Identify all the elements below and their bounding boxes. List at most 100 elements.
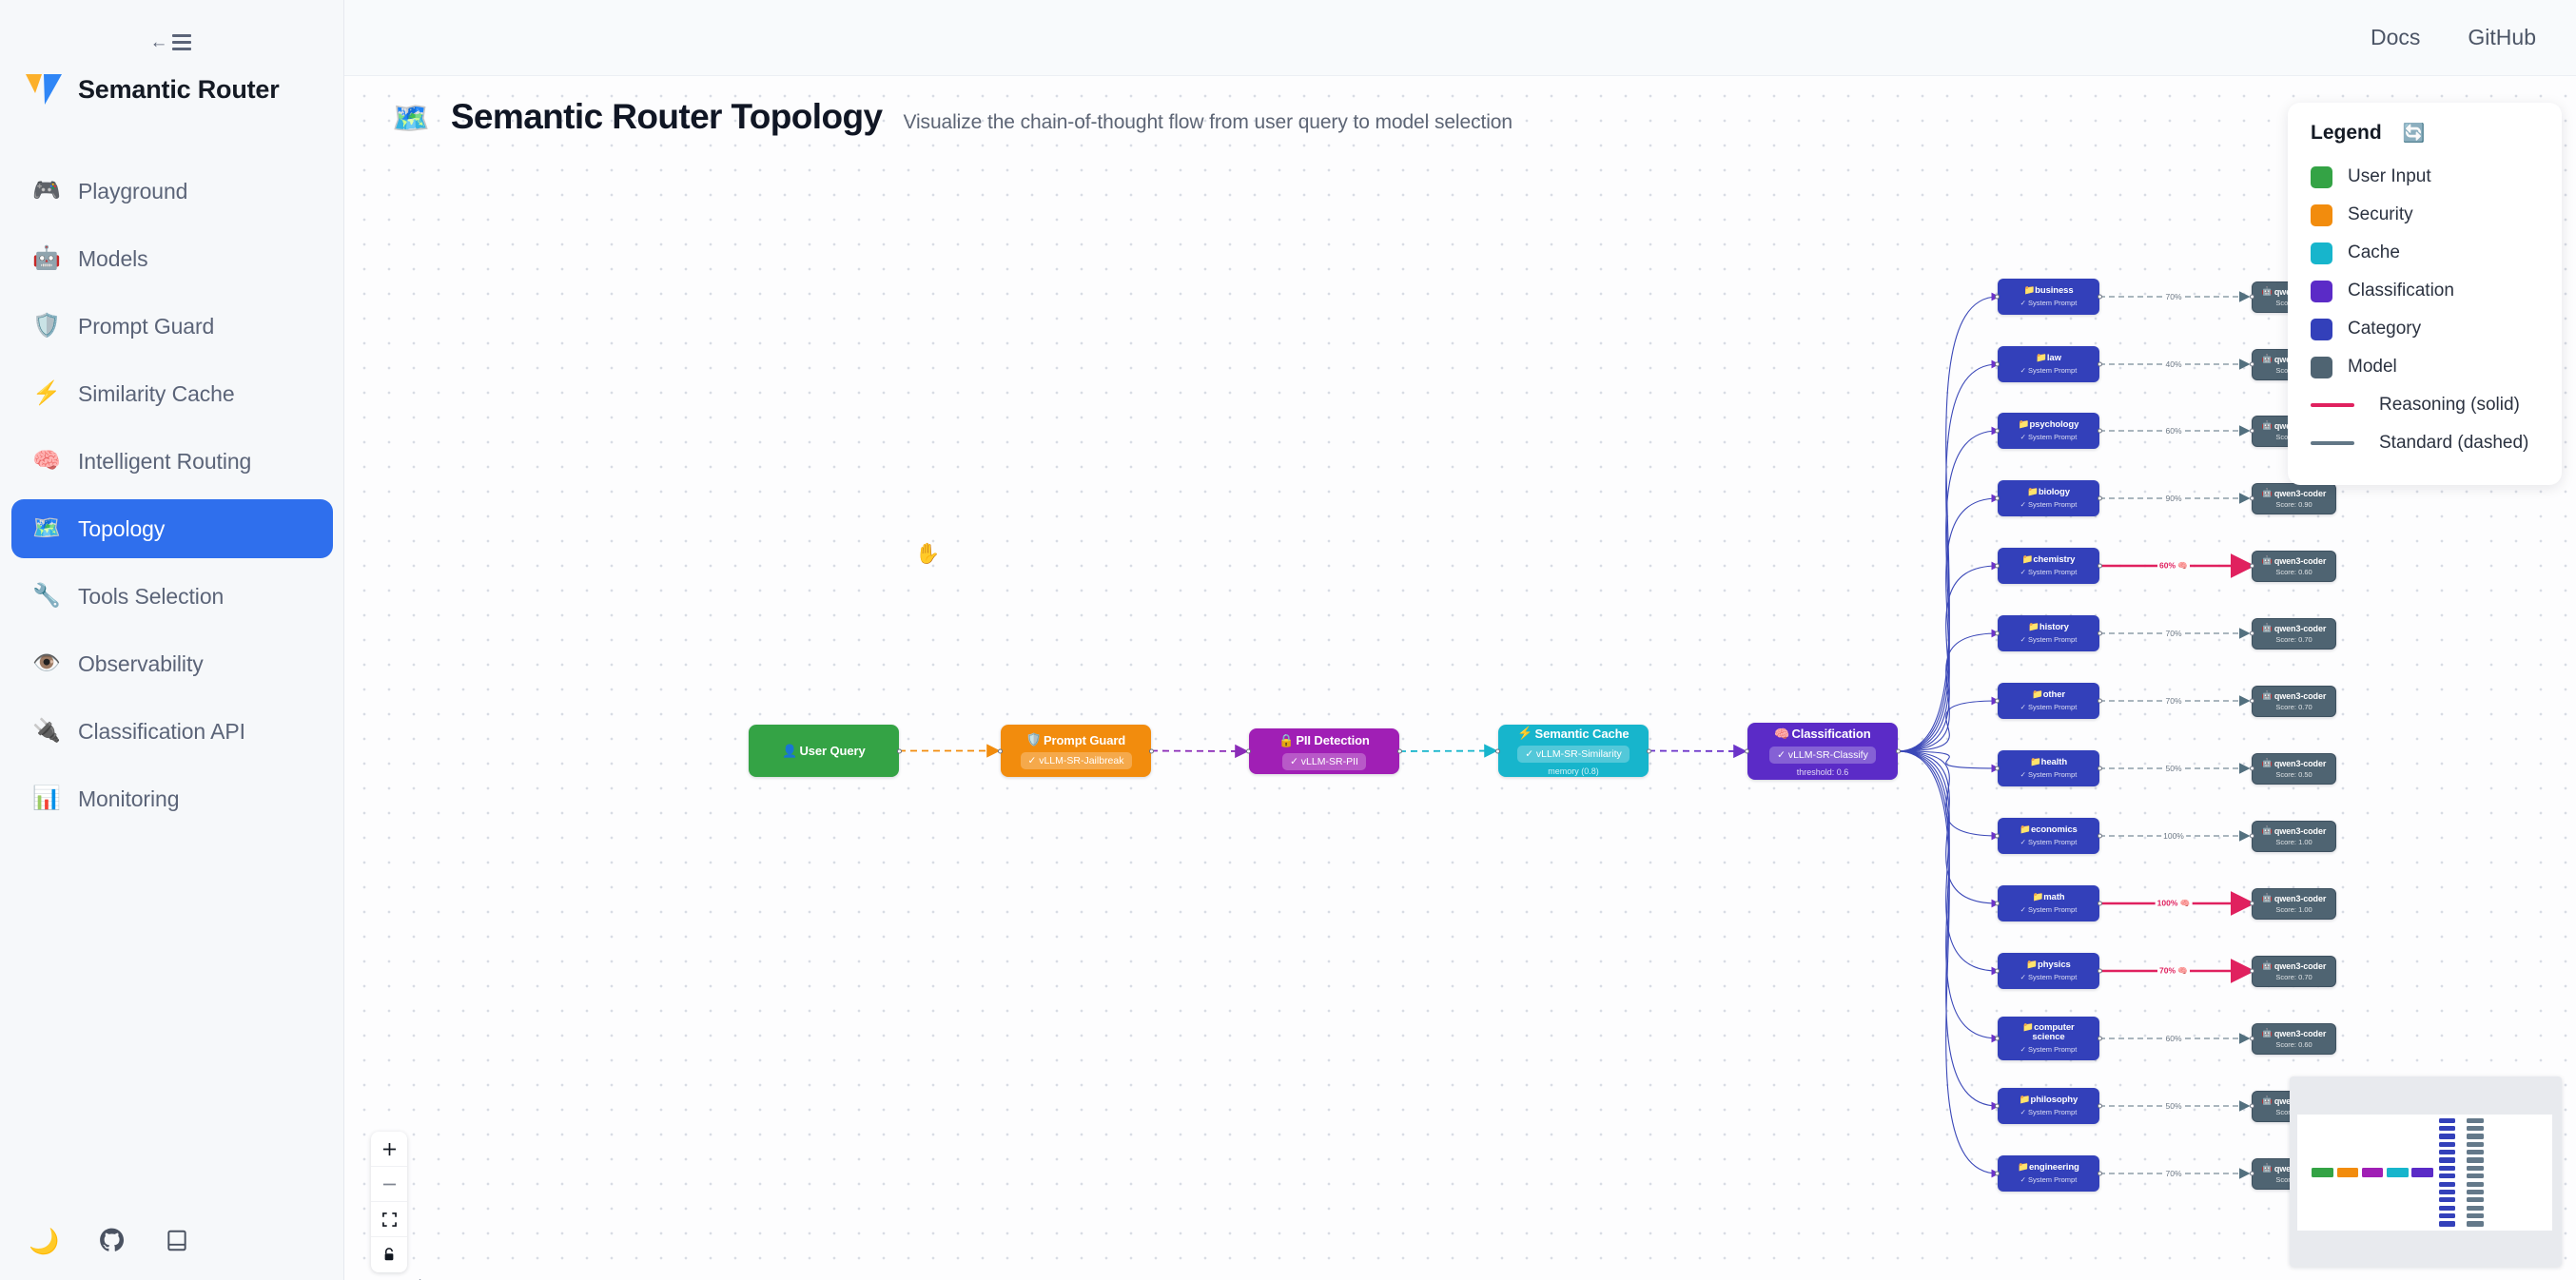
zoom-out-button[interactable] <box>371 1167 407 1202</box>
input-handle[interactable] <box>1995 901 2000 906</box>
output-handle[interactable] <box>897 748 902 753</box>
output-handle[interactable] <box>2098 1036 2102 1041</box>
input-handle[interactable] <box>1995 766 2000 771</box>
input-handle[interactable] <box>2250 294 2254 300</box>
input-handle[interactable] <box>998 748 1003 753</box>
node-pii-detection[interactable]: 🔒PII Detection✓ vLLM-SR-PII <box>1246 728 1402 774</box>
input-handle[interactable] <box>1995 630 2000 636</box>
output-handle[interactable] <box>2098 495 2102 501</box>
input-handle[interactable] <box>2250 833 2254 839</box>
node-category-chemistry[interactable]: 📁chemistry✓ System Prompt <box>1995 548 2102 584</box>
node-category-history[interactable]: 📁history✓ System Prompt <box>1995 615 2102 651</box>
node-category-law[interactable]: 📁law✓ System Prompt <box>1995 346 2102 382</box>
input-handle[interactable] <box>2250 901 2254 906</box>
node-category-economics[interactable]: 📁economics✓ System Prompt <box>1995 818 2102 854</box>
sidebar-item-prompt-guard[interactable]: 🛡️ Prompt Guard <box>11 297 333 356</box>
input-handle[interactable] <box>2250 766 2254 771</box>
input-handle[interactable] <box>1246 748 1251 754</box>
fit-view-button[interactable] <box>371 1202 407 1237</box>
output-handle[interactable] <box>2098 901 2102 906</box>
output-handle[interactable] <box>1149 748 1154 753</box>
lock-button[interactable] <box>371 1237 407 1272</box>
input-handle[interactable] <box>1995 698 2000 704</box>
input-handle[interactable] <box>1995 1036 2000 1041</box>
node-category-business[interactable]: 📁business✓ System Prompt <box>1995 279 2102 315</box>
sidebar-item-classification-api[interactable]: 🔌 Classification API <box>11 702 333 761</box>
zoom-in-button[interactable] <box>371 1132 407 1167</box>
output-handle[interactable] <box>2098 294 2102 300</box>
input-handle[interactable] <box>2250 1171 2254 1176</box>
output-handle[interactable] <box>1896 748 1901 754</box>
node-category-engineering[interactable]: 📁engineering✓ System Prompt <box>1995 1155 2102 1192</box>
node-category-physics[interactable]: 📁physics✓ System Prompt <box>1995 953 2102 989</box>
input-handle[interactable] <box>2250 361 2254 367</box>
node-category-philosophy[interactable]: 📁philosophy✓ System Prompt <box>1995 1088 2102 1124</box>
input-handle[interactable] <box>2250 1103 2254 1109</box>
node-category-other[interactable]: 📁other✓ System Prompt <box>1995 683 2102 719</box>
topology-canvas[interactable]: 🗺️ Semantic Router Topology Visualize th… <box>344 76 2576 1280</box>
sidebar-item-playground[interactable]: 🎮 Playground <box>11 162 333 221</box>
input-handle[interactable] <box>2250 698 2254 704</box>
output-handle[interactable] <box>1397 748 1402 754</box>
input-handle[interactable] <box>2250 495 2254 501</box>
input-handle[interactable] <box>1995 361 2000 367</box>
sidebar-item-intelligent-routing[interactable]: 🧠 Intelligent Routing <box>11 432 333 491</box>
dark-mode-toggle-icon[interactable]: 🌙 <box>29 1226 60 1255</box>
node-prompt-guard[interactable]: 🛡️Prompt Guard✓ vLLM-SR-Jailbreak <box>998 725 1154 777</box>
input-handle[interactable] <box>1745 748 1749 754</box>
output-handle[interactable] <box>2098 766 2102 771</box>
github-link[interactable]: GitHub <box>2468 25 2536 49</box>
output-handle[interactable] <box>2098 968 2102 974</box>
book-icon[interactable] <box>165 1228 189 1253</box>
output-handle[interactable] <box>2098 563 2102 569</box>
input-handle[interactable] <box>2250 968 2254 974</box>
input-handle[interactable] <box>1995 968 2000 974</box>
node-category-biology[interactable]: 📁biology✓ System Prompt <box>1995 480 2102 516</box>
output-handle[interactable] <box>2098 698 2102 704</box>
refresh-icon[interactable]: 🔄 <box>2402 123 2426 144</box>
output-handle[interactable] <box>2098 630 2102 636</box>
node-category-math[interactable]: 📁math✓ System Prompt <box>1995 885 2102 921</box>
input-handle[interactable] <box>1995 495 2000 501</box>
output-handle[interactable] <box>2098 833 2102 839</box>
input-handle[interactable] <box>1995 1103 2000 1109</box>
collapse-sidebar-icon[interactable]: ← <box>143 27 198 57</box>
sidebar-item-tools-selection[interactable]: 🔧 Tools Selection <box>11 567 333 626</box>
sidebar-item-models[interactable]: 🤖 Models <box>11 229 333 288</box>
input-handle[interactable] <box>2250 428 2254 434</box>
input-handle[interactable] <box>2250 1036 2254 1041</box>
input-handle[interactable] <box>1995 1171 2000 1176</box>
github-icon[interactable] <box>99 1228 125 1253</box>
input-handle[interactable] <box>1995 563 2000 569</box>
sidebar-item-observability[interactable]: 👁️ Observability <box>11 634 333 693</box>
output-handle[interactable] <box>2098 1171 2102 1176</box>
input-handle[interactable] <box>1995 833 2000 839</box>
docs-link[interactable]: Docs <box>2371 25 2421 49</box>
output-handle[interactable] <box>2098 361 2102 367</box>
output-handle[interactable] <box>1647 748 1651 753</box>
input-handle[interactable] <box>2250 630 2254 636</box>
input-handle[interactable] <box>1495 748 1500 753</box>
input-handle[interactable] <box>2250 563 2254 569</box>
minimap[interactable] <box>2290 1076 2562 1267</box>
sidebar-item-similarity-cache[interactable]: ⚡ Similarity Cache <box>11 364 333 423</box>
output-handle[interactable] <box>2098 1103 2102 1109</box>
node-user-query[interactable]: 👤User Query <box>749 725 902 777</box>
output-handle[interactable] <box>2098 428 2102 434</box>
sidebar-item-topology[interactable]: 🗺️ Topology <box>11 499 333 558</box>
input-handle[interactable] <box>1995 294 2000 300</box>
sidebar-item-monitoring[interactable]: 📊 Monitoring <box>11 769 333 828</box>
node-category-psychology[interactable]: 📁psychology✓ System Prompt <box>1995 413 2102 449</box>
